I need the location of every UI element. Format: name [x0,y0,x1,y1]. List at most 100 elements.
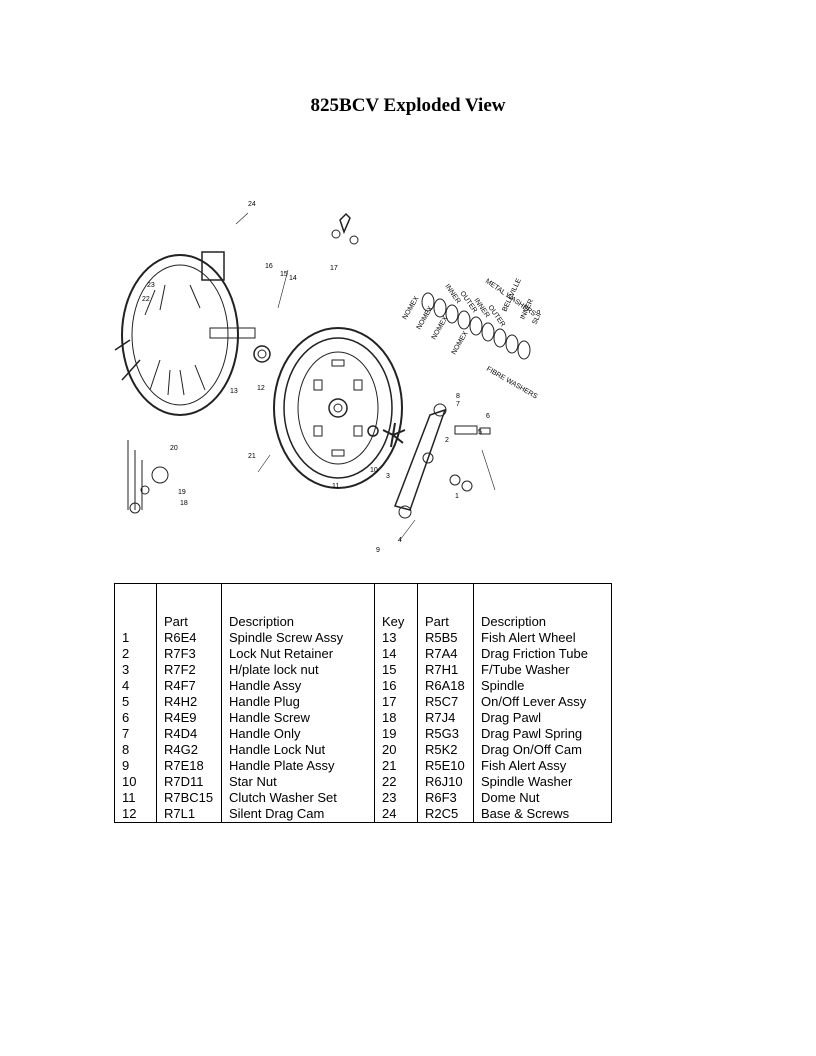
washer-label-nomex-1: NOMEX [402,295,421,321]
cell-part: R4H2 [156,694,222,710]
callout-18: 18 [180,500,188,507]
callout-6: 6 [486,413,490,420]
cell-key: 6 [114,710,157,726]
callout-17: 17 [330,265,338,272]
callout-22: 22 [142,296,150,303]
cell-description-2: On/Off Lever Assy [473,694,612,710]
callout-16: 16 [265,263,273,270]
cell-part-2: R5E10 [417,758,474,774]
cell-part-2: R5C7 [417,694,474,710]
cell-part: R4G2 [156,742,222,758]
cell-key-2: 19 [374,726,418,742]
callout-12: 12 [257,385,265,392]
cell-key-2: 14 [374,646,418,662]
cell-key-2: 22 [374,774,418,790]
washer-label-nomex-4: NOMEX [451,330,470,356]
callout-2: 2 [445,437,449,444]
reel-frame [114,251,239,416]
cell-key: 3 [114,662,157,678]
cell-description-2: Dome Nut [473,790,612,806]
cell-key: 1 [114,630,157,646]
cell-key-2: 15 [374,662,418,678]
cell-part: R7BC15 [156,790,222,806]
callout-23: 23 [147,282,155,289]
cell-description: Silent Drag Cam [221,806,375,823]
cell-part-2: R7A4 [417,646,474,662]
on-off-lever-assy [331,212,359,245]
cell-part-2: R5G3 [417,726,474,742]
header-part-2: Part [417,583,474,630]
cell-description: Star Nut [221,774,375,790]
cell-part: R7E18 [156,758,222,774]
callout-20: 20 [170,445,178,452]
cell-key: 7 [114,726,157,742]
cell-part: R4D4 [156,726,222,742]
exploded-view-drawing: 1 2 3 4 5 6 7 8 9 10 11 12 13 14 15 16 1… [114,201,545,554]
cell-key-2: 21 [374,758,418,774]
cell-key: 12 [114,806,157,823]
cell-description: Handle Lock Nut [221,742,375,758]
header-part: Part [156,583,222,630]
cell-description-2: Drag Friction Tube [473,646,612,662]
cell-key: 4 [114,678,157,694]
cell-description: Clutch Washer Set [221,790,375,806]
washer-labels: METAL WASHERS INNER OUTER INNER OUTER BE… [402,277,545,400]
reel-spool [273,327,403,489]
cell-part-2: R6J10 [417,774,474,790]
cell-part: R4F7 [156,678,222,694]
cell-key: 10 [114,774,157,790]
page-title: 825BCV Exploded View [310,95,506,116]
header-key-2: Key [374,583,418,630]
washer-label-nomex-3: NOMEX [431,315,450,341]
callout-11: 11 [332,483,339,490]
cell-description-2: Fish Alert Assy [473,758,612,774]
cell-description: Spindle Screw Assy [221,630,375,646]
cell-part: R6E4 [156,630,222,646]
cell-description: H/plate lock nut [221,662,375,678]
callout-3: 3 [386,473,390,480]
header-description-2: Description [473,583,612,630]
cell-description: Handle Plug [221,694,375,710]
cell-description-2: Drag Pawl Spring [473,726,612,742]
callout-1: 1 [455,493,459,500]
cell-key-2: 13 [374,630,418,646]
cell-description-2: Drag Pawl [473,710,612,726]
handle-plate-assy [382,403,491,519]
cell-part: R7L1 [156,806,222,823]
callout-10: 10 [370,467,378,474]
cell-key: 11 [114,790,157,806]
drag-pawl-group [127,440,169,514]
cell-description-2: Fish Alert Wheel [473,630,612,646]
callout-5: 5 [478,429,482,436]
cell-part: R7F2 [156,662,222,678]
cell-description: Handle Plate Assy [221,758,375,774]
callout-9: 9 [376,547,380,554]
cell-part: R7D11 [156,774,222,790]
callout-4: 4 [398,537,402,544]
cell-part-2: R5K2 [417,742,474,758]
header-key [114,583,157,630]
header-description: Description [221,583,375,630]
table-header-row: Part Description Key Part Description [114,583,612,630]
callout-labels: 1 2 3 4 5 6 7 8 9 10 11 12 13 14 15 16 1… [142,201,490,554]
cell-description: Handle Screw [221,710,375,726]
callout-21: 21 [248,453,256,460]
cell-key-2: 17 [374,694,418,710]
callout-24: 24 [248,201,256,208]
cell-description-2: Base & Screws [473,806,612,823]
cell-key: 2 [114,646,157,662]
cell-description-2: Spindle Washer [473,774,612,790]
